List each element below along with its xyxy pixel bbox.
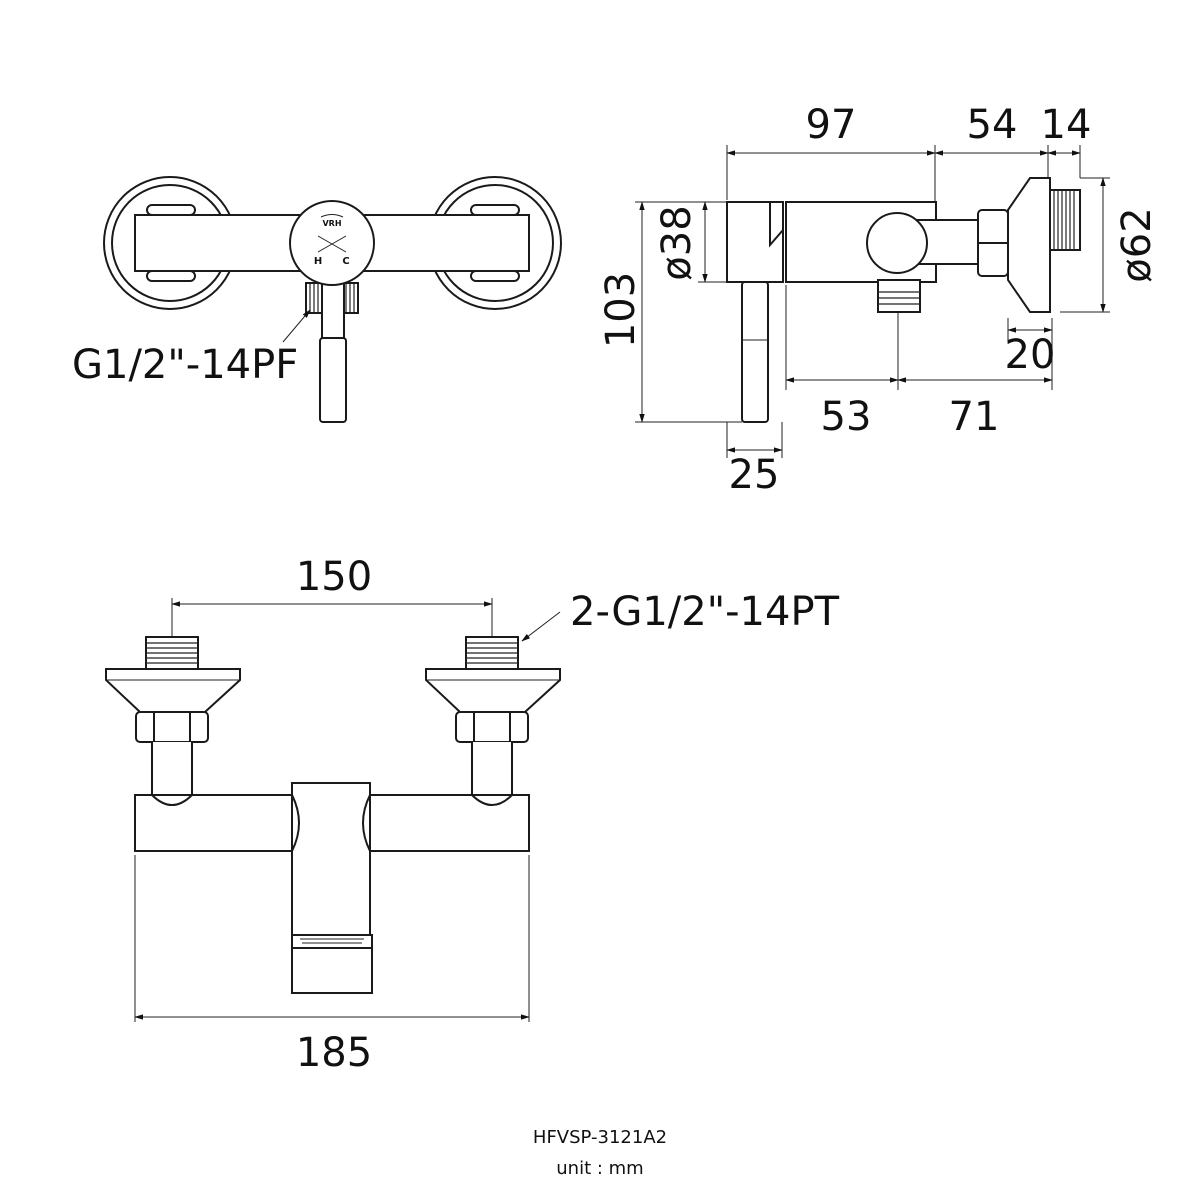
dim-14: 14 — [1041, 102, 1092, 148]
thread-label-top: G1/2"-14PF — [72, 342, 298, 388]
top-view: VRH H C G1/2"-14PF — [72, 176, 562, 423]
dim-185: 185 — [296, 1030, 372, 1076]
dim-20: 20 — [1005, 332, 1056, 378]
front-center-housing — [291, 782, 371, 936]
side-outlet-thread — [877, 279, 921, 313]
dim-d62: ø62 — [1114, 207, 1160, 282]
dim-53: 53 — [821, 394, 872, 440]
side-handle-lever — [741, 281, 769, 423]
logo-text: VRH — [322, 219, 341, 228]
unit-label: unit : mm — [556, 1158, 643, 1179]
dim-103: 103 — [598, 272, 644, 348]
side-flange — [1007, 177, 1051, 313]
side-inlet-thread — [1049, 189, 1081, 251]
front-view: 150 2-G1/2"-14PT — [105, 554, 840, 1076]
side-outlet-ball — [866, 212, 928, 274]
thread-label-front: 2-G1/2"-14PT — [570, 589, 840, 635]
left-inlet — [105, 636, 241, 806]
mix-arrows-icon — [317, 235, 347, 253]
hot-label: H — [314, 256, 322, 267]
front-outlet — [291, 947, 373, 994]
dim-25: 25 — [729, 452, 780, 498]
handle-cap — [289, 200, 375, 286]
side-view: 97 54 14 ø38 103 ø62 20 53 71 25 — [598, 102, 1160, 498]
handle-lever — [319, 337, 347, 423]
dim-150: 150 — [296, 554, 372, 600]
dim-d38: ø38 — [654, 205, 700, 280]
right-inlet — [425, 636, 561, 806]
cold-label: C — [342, 256, 349, 267]
dim-97: 97 — [806, 102, 857, 148]
side-body-block — [726, 201, 784, 283]
dim-54: 54 — [967, 102, 1018, 148]
dim-71: 71 — [949, 394, 1000, 440]
model-number: HFVSP-3121A2 — [533, 1127, 667, 1148]
